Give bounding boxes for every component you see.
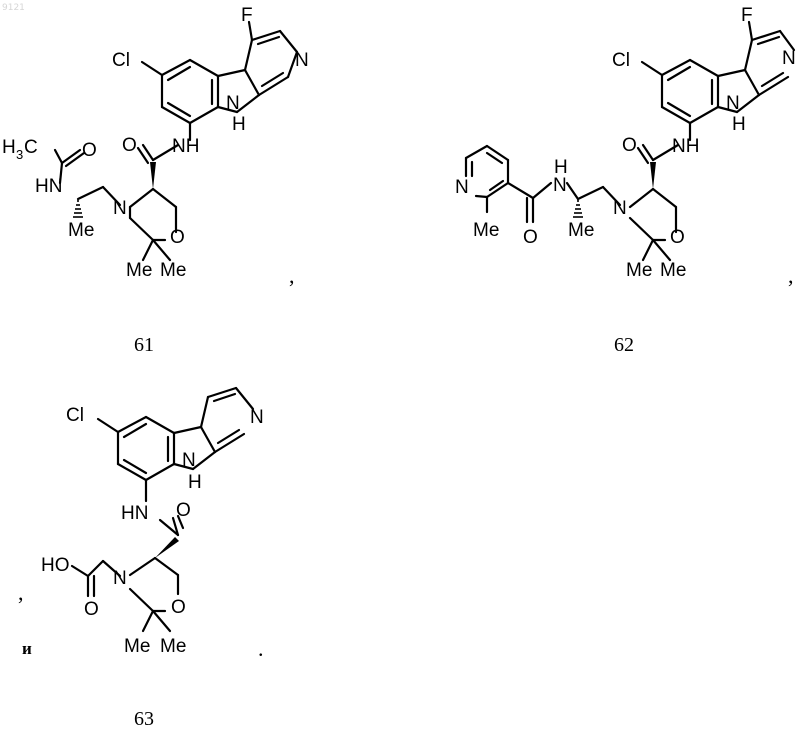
compound-61-acetyl-h-label: H [2, 137, 16, 158]
compound-63-stereo-wedge [155, 537, 179, 558]
compound-62-pyridine-n-label: N [782, 48, 796, 69]
compound-62-number: 62 [614, 334, 634, 356]
compound-61-amide-nh-label: NH [172, 136, 199, 157]
compound-61-chloro-label: Cl [112, 50, 130, 71]
compound-61-amide-o-label: O [122, 135, 137, 156]
compound-63-acid-o-label: O [84, 599, 99, 620]
compound-62-indole-h-label: H [732, 114, 746, 135]
compound-63-gem-me-2-label: Me [160, 636, 186, 657]
compound-61-stereo-wedge [150, 162, 156, 189]
compound-61-pyridine-n-label: N [295, 50, 309, 71]
page-marker: 9121 [2, 3, 25, 13]
compound-62-fluoro-label: F [741, 5, 753, 26]
compound-62-morpholine-n-label: N [613, 198, 627, 219]
compound-61: F Cl N N H NH O H 3 C O HN Me N O Me Me … [2, 5, 309, 356]
compound-63-indole-n-label: N [182, 450, 196, 471]
compound-61-gem-me-2-label: Me [160, 260, 186, 281]
compound-61-number: 61 [134, 334, 154, 356]
compound-61-fluoro-label: F [241, 5, 253, 26]
compound-61-methyl-label: Me [68, 220, 94, 241]
compound-61-acetyl-sub-label: 3 [16, 147, 23, 162]
compound-63-bonds [72, 388, 253, 631]
compound-63-conjunction: и [22, 639, 32, 658]
compound-61-separator: , [289, 263, 295, 288]
compound-62-indole-n-label: N [726, 93, 740, 114]
compound-63-stray-mark: , [18, 580, 24, 605]
compound-62-gem-me-2-label: Me [660, 260, 686, 281]
compound-62-stereo-wedge [650, 162, 656, 189]
compound-63-morpholine-o-label: O [171, 597, 186, 618]
compound-61-morpholine-o-label: O [170, 227, 185, 248]
compound-61-acetamide-hn-label: HN [35, 176, 62, 197]
compound-63-separator: . [258, 636, 264, 661]
compound-63-morpholine-n-label: N [113, 568, 127, 589]
compound-61-morpholine-n-label: N [113, 198, 127, 219]
compound-62-nicotinamide-n-label: N [455, 177, 469, 198]
compound-62-nicotinamide-nh-label: N [553, 175, 567, 196]
compound-61-indole-h-label: H [232, 114, 246, 135]
compound-62: F Cl N N H NH O N Me O H N Me N O Me Me … [455, 5, 796, 356]
compound-62-nicotinamide-o-label: O [523, 227, 538, 248]
compound-61-stereo-hash [73, 201, 83, 217]
compound-63-acid-ho-label: HO [41, 555, 70, 576]
compound-62-separator: , [788, 263, 794, 288]
compound-62-stereo-hash [573, 201, 583, 217]
compound-63: Cl N N H HN O HO O N O Me Me , и . 63 [18, 388, 264, 730]
compound-62-amide-o-label: O [622, 135, 637, 156]
compound-62-amide-nh-label: NH [672, 136, 699, 157]
compound-63-pyridine-n-label: N [250, 407, 264, 428]
compound-63-chloro-label: Cl [66, 405, 84, 426]
compound-63-indole-h-label: H [188, 472, 202, 493]
compound-61-acetyl-o-label: O [82, 140, 97, 161]
compound-62-nicotinamide-me-label: Me [473, 220, 499, 241]
compound-61-indole-n-label: N [226, 93, 240, 114]
compound-63-amide-o-label: O [176, 500, 191, 521]
compound-61-acetyl-c-label: C [24, 137, 38, 158]
compound-63-number: 63 [134, 708, 154, 730]
compound-62-gem-me-1-label: Me [626, 260, 652, 281]
compound-62-morpholine-o-label: O [670, 227, 685, 248]
compound-62-methyl-label: Me [568, 220, 594, 241]
compound-61-gem-me-1-label: Me [126, 260, 152, 281]
compound-63-gem-me-1-label: Me [124, 636, 150, 657]
compound-63-amide-hn-label: HN [121, 503, 148, 524]
compound-62-chloro-label: Cl [612, 50, 630, 71]
